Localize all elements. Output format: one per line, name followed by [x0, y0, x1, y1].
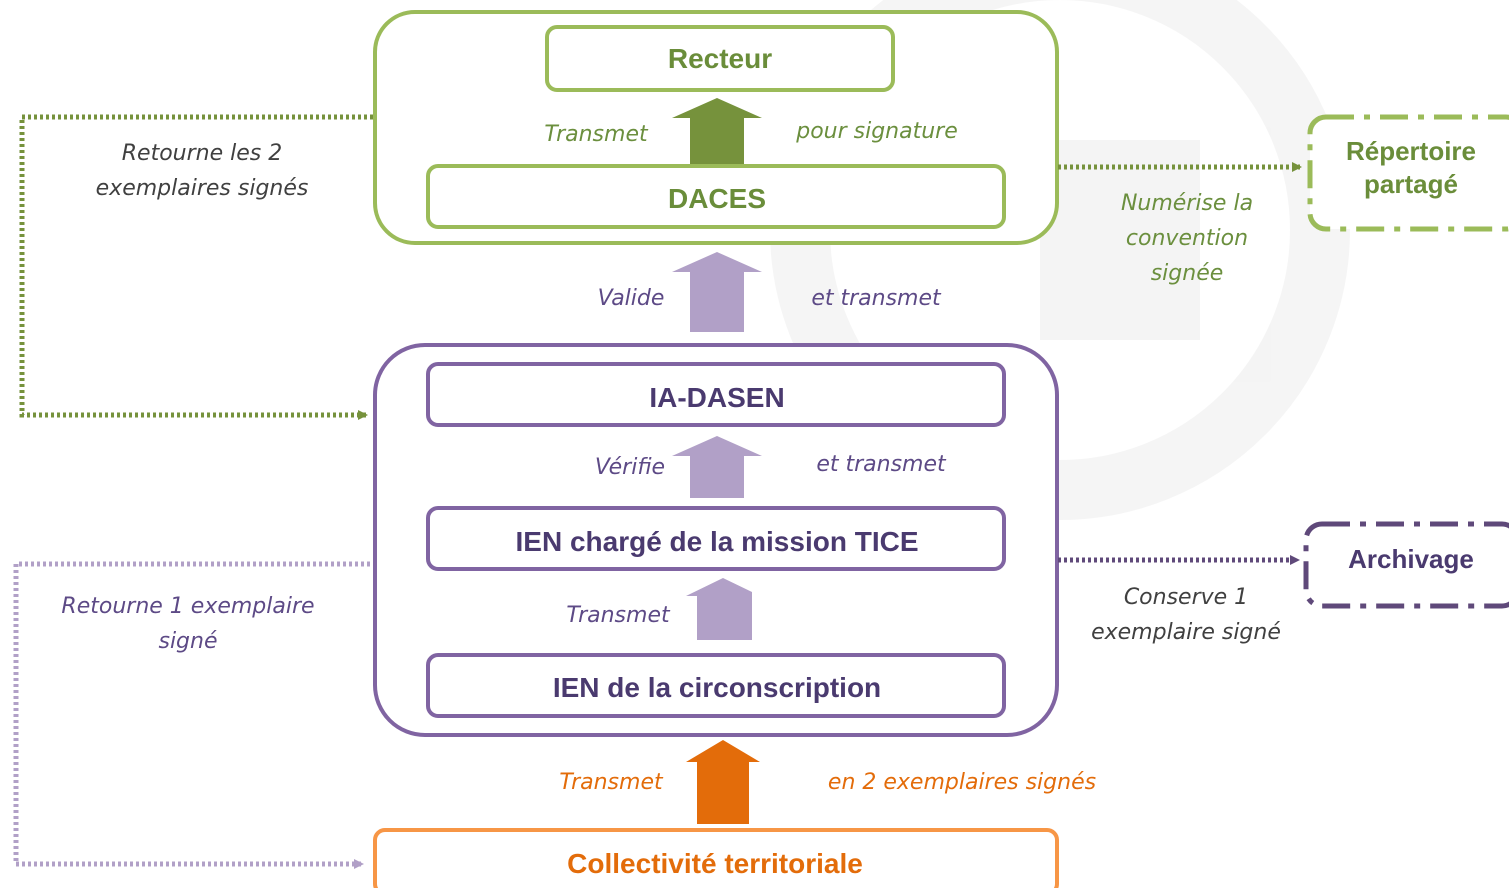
archivage-box[interactable]	[1303, 521, 1509, 609]
repertoire-box[interactable]	[1307, 114, 1509, 232]
label-daces-transmet: Transmet	[544, 122, 649, 147]
daces-label: DACES	[668, 183, 766, 214]
label-verifie-et-transmet: et transmet	[816, 452, 947, 477]
label-ien-transmet: Transmet	[566, 603, 671, 628]
label-conserve-line2: exemplaire signé	[1091, 620, 1281, 645]
ien-tice-box[interactable]	[426, 506, 1006, 571]
repertoire-label-line2: partagé	[1364, 169, 1458, 199]
ien-circ-box[interactable]	[426, 653, 1006, 718]
label-numerise-line1: Numérise la	[1121, 191, 1253, 216]
label-numerise-line3: signée	[1151, 261, 1224, 286]
label-valide-et-transmet: et transmet	[811, 286, 942, 311]
recteur-box[interactable]	[545, 25, 895, 92]
label-coll-en-2-exemplaires: en 2 exemplaires signés	[828, 770, 1096, 795]
label-retourne-2-line1: Retourne les 2	[122, 141, 282, 166]
connector-retourne-2	[19, 114, 373, 420]
ia-dasen-label: IA-DASEN	[649, 382, 784, 413]
label-daces-pour-signature: pour signature	[795, 119, 958, 144]
label-coll-transmet: Transmet	[559, 770, 664, 795]
collectivite-label: Collectivité territoriale	[567, 848, 863, 879]
arrow-daces-to-recteur	[672, 98, 762, 164]
label-verifie: Vérifie	[595, 455, 665, 480]
repertoire-label-line1: Répertoire	[1346, 136, 1476, 166]
archivage-label: Archivage	[1348, 544, 1474, 574]
arrow-ien-transmet	[686, 578, 752, 640]
label-retourne-1-line2: signé	[158, 629, 217, 654]
ia-dasen-box[interactable]	[426, 362, 1006, 427]
label-retourne-2-line2: exemplaires signés	[96, 176, 309, 201]
recteur-label: Recteur	[668, 43, 772, 74]
label-numerise-line2: convention	[1126, 226, 1248, 251]
ien-tice-label: IEN chargé de la mission TICE	[515, 526, 918, 557]
arrow-verifie	[672, 436, 762, 498]
connector-retourne-1	[13, 561, 370, 869]
label-valide: Valide	[598, 286, 665, 311]
collectivite-box[interactable]	[373, 828, 1059, 888]
daces-box[interactable]	[426, 164, 1006, 229]
label-conserve-line1: Conserve 1	[1124, 585, 1248, 610]
arrow-valide	[672, 252, 762, 332]
arrow-collectivite-transmet	[686, 740, 760, 824]
label-retourne-1-line1: Retourne 1 exemplaire	[61, 594, 314, 619]
ien-circ-label: IEN de la circonscription	[553, 672, 881, 703]
